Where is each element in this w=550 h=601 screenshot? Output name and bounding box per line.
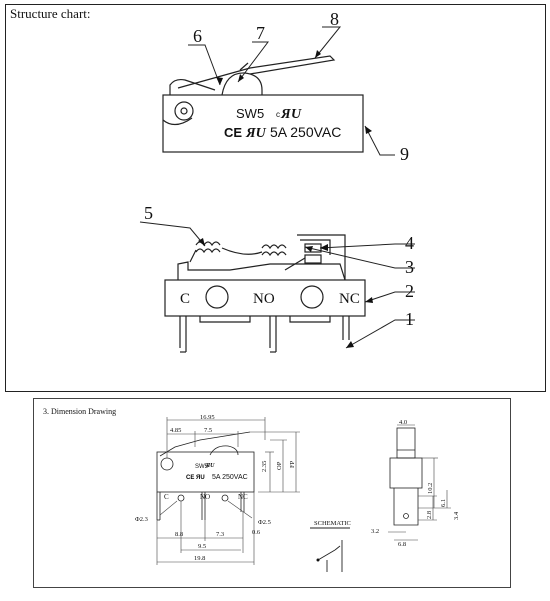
dimension-heading: 3. Dimension Drawing (43, 407, 116, 416)
structure-heading: Structure chart: (10, 6, 91, 21)
dim-88: 8.8 (175, 531, 183, 538)
svg-text:CE: CE (224, 125, 242, 140)
dim-95: 9.5 (198, 543, 206, 550)
callout-leaders (139, 26, 415, 349)
dim-ce-icon: CE ЯU (186, 475, 205, 481)
dim-235: 2.35 (261, 461, 268, 472)
callout-1: 1 (405, 309, 414, 329)
dim-40: 4.0 (399, 419, 407, 426)
dim-side-view (389, 427, 423, 526)
callout-arrows (198, 50, 373, 348)
dim-ul-icon: ЯU (205, 463, 215, 469)
dimension-drawing-panel (33, 398, 511, 588)
ul-mark-icon: c Я U (276, 107, 302, 122)
schematic-contact-dot (316, 558, 320, 562)
dim-61: 6.1 (440, 499, 447, 507)
callout-2: 2 (405, 281, 414, 301)
side-label-model: SW5 (236, 106, 264, 121)
callout-7: 7 (256, 23, 265, 43)
dim-terminal-no: NO (200, 493, 210, 501)
callout-3: 3 (405, 257, 414, 277)
dim-73: 7.3 (216, 531, 224, 538)
callout-4: 4 (405, 233, 414, 253)
dim-fp: FP (289, 460, 296, 468)
dim-lines-front (156, 417, 300, 565)
dim-198: 19.8 (194, 555, 205, 562)
dim-op: OP (276, 461, 283, 470)
dim-dia-25: Φ2.5 (258, 519, 271, 526)
dim-485: 4.85 (170, 427, 181, 434)
dim-front-view (156, 431, 255, 521)
dim-06: 0.6 (252, 529, 261, 536)
dim-rating-label: 5A 250VAC (212, 474, 248, 481)
svg-text:U: U (291, 107, 302, 122)
switch-side-view (162, 55, 364, 153)
dim-28: 2.8 (426, 511, 433, 519)
dim-32: 3.2 (371, 528, 379, 535)
schematic-switch-symbol (310, 527, 350, 572)
callout-5: 5 (144, 203, 153, 223)
side-label-rating: 5A 250VAC (270, 124, 341, 140)
terminal-nc-label: NC (339, 291, 360, 307)
terminal-no-label: NO (253, 291, 275, 307)
dim-terminal-nc: NC (238, 493, 248, 501)
ce-ul-marks-icon: CE ЯU (224, 125, 267, 141)
dim-terminal-c: C (164, 493, 169, 501)
callout-9: 9 (400, 144, 409, 164)
dim-dia-23: Φ2.3 (135, 516, 148, 523)
svg-text:ЯU: ЯU (245, 126, 267, 141)
callout-8: 8 (330, 9, 339, 29)
dim-75: 7.5 (204, 427, 212, 434)
dim-total-length: 16.95 (200, 414, 215, 421)
schematic-label: SCHEMATIC (314, 520, 351, 527)
dim-model-label: SW5 (195, 464, 209, 470)
dim-34: 3.4 (453, 511, 460, 520)
callout-6: 6 (193, 26, 202, 46)
svg-text:Я: Я (280, 107, 291, 122)
dim-lines-side (388, 424, 451, 541)
svg-text:c: c (276, 110, 280, 119)
dim-68: 6.8 (398, 541, 406, 548)
terminal-c-label: C (180, 291, 190, 307)
dim-102: 10.2 (427, 483, 434, 494)
